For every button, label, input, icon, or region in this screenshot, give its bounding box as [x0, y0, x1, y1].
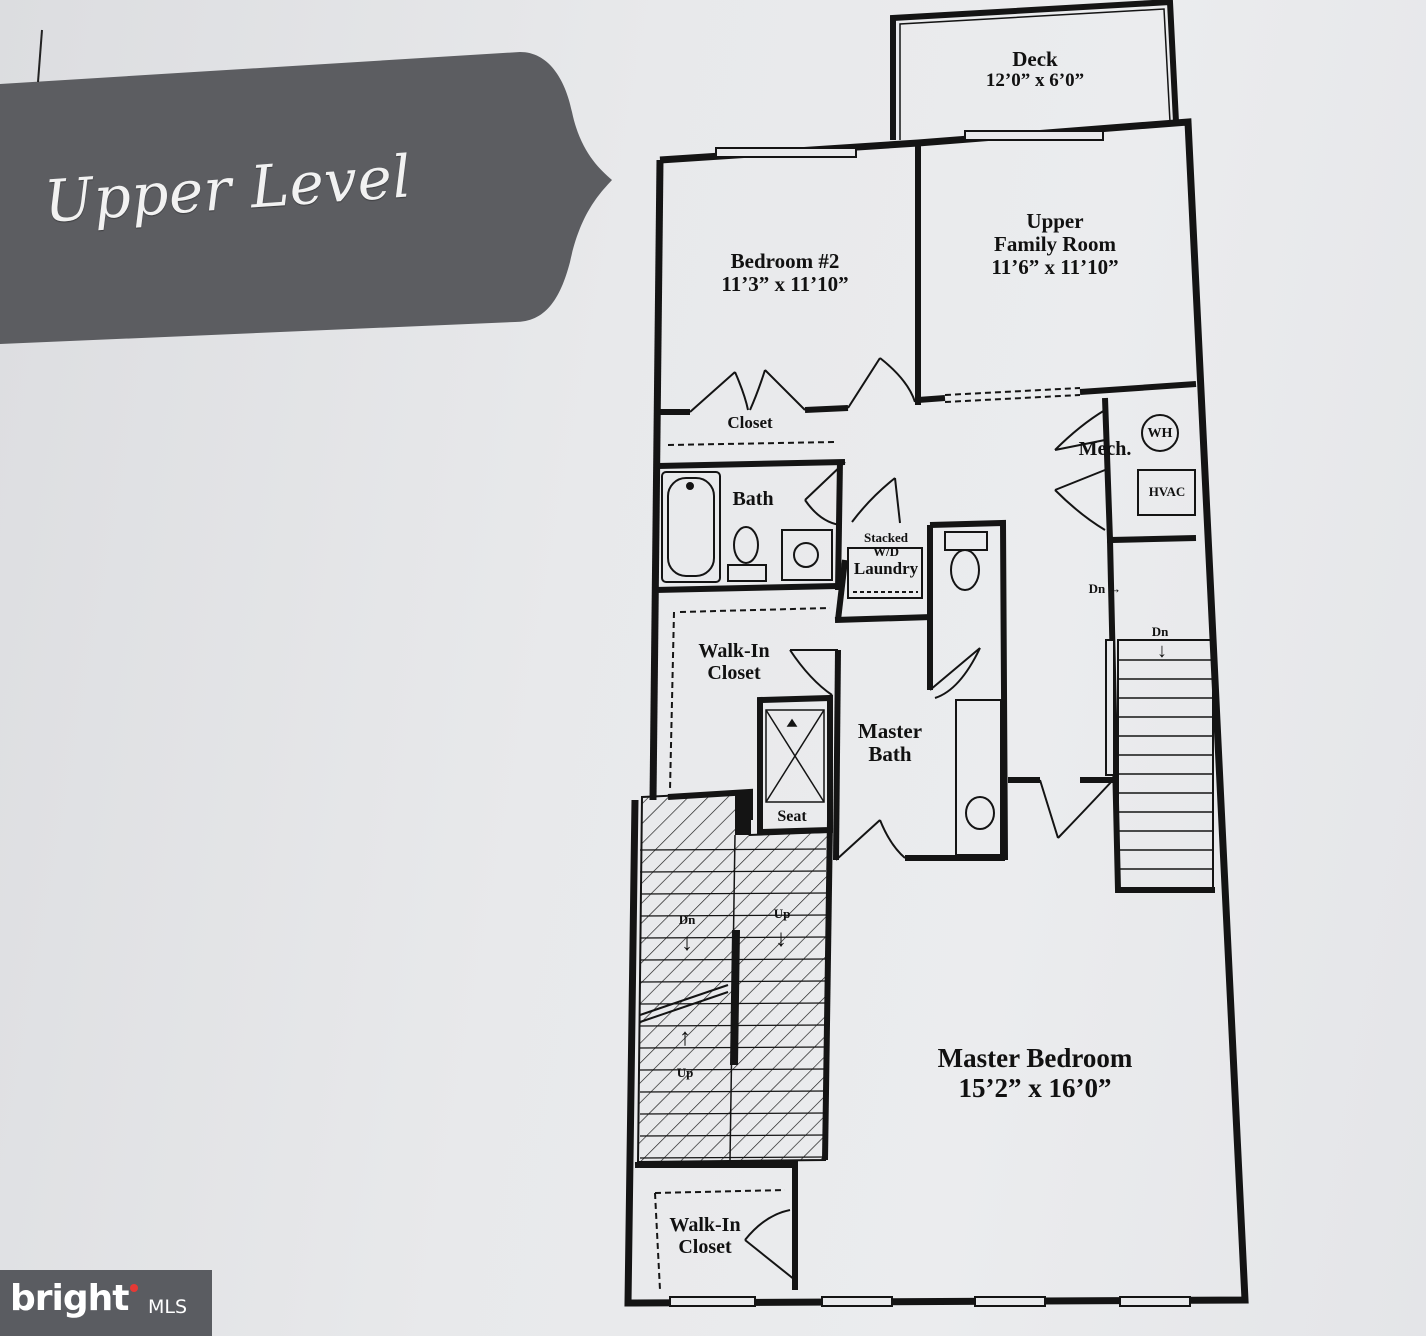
left-stair-dn-label: Dn [678, 912, 696, 927]
stair-tread [639, 1024, 827, 1027]
seat-label: Seat [777, 808, 807, 825]
bath-fixtures [661, 414, 1196, 856]
left-stair-up-top-arrow-icon: ↓ [775, 926, 787, 952]
stair-tread [639, 958, 827, 961]
deck-label: Deck 12’0” x 6’0” [950, 47, 1120, 92]
stair-tread [639, 1156, 827, 1159]
right-stair-down-arrow-icon: ↓ [1157, 640, 1167, 662]
interior-walls [634, 143, 1215, 1290]
deck-size: 12’0” x 6’0” [985, 70, 1085, 92]
deck-outline [890, 0, 1179, 140]
exterior-walls [624, 118, 1249, 1307]
bath-label: Bath [732, 488, 774, 510]
right-stair-dn-label: Dn [1151, 624, 1169, 639]
upper-family-room-line2: Family Room [994, 232, 1116, 257]
stair-tread [639, 1090, 827, 1093]
bright-mls-dot-icon [130, 1284, 138, 1292]
door-swings [689, 357, 1114, 1281]
walkin-closet-lower-line1: Walk-In [669, 1214, 741, 1236]
stair-tread [639, 892, 827, 895]
stair-tread [639, 1068, 827, 1071]
master-bath-line2: Bath [868, 742, 912, 767]
water-heater-label: WH [1147, 426, 1173, 441]
bedroom2-size: 11’3” x 11’10” [721, 272, 849, 297]
walkin-closet-upper-line2: Closet [707, 662, 761, 684]
bright-mls-wordmark: bright [10, 1278, 129, 1319]
bedroom2-label: Bedroom #2 11’3” x 11’10” [680, 249, 890, 297]
bright-mls-logo: bright MLS [0, 1270, 212, 1336]
upper-family-room-size: 11’6” x 11’10” [991, 255, 1119, 280]
stair-tread [639, 936, 827, 939]
master-bedroom-name: Master Bedroom [937, 1043, 1133, 1073]
walkin-closet-upper-line1: Walk-In [698, 640, 770, 662]
laundry-line2: W/D [873, 544, 899, 560]
right-stair-dn-arrow-label: Dn → [1088, 581, 1122, 596]
laundry-label: Stacked W/D Laundry [846, 530, 926, 578]
walkin-closet-lower-label: Walk-In Closet [655, 1214, 755, 1258]
bright-mls-suffix: MLS [148, 1296, 188, 1318]
deck-name: Deck [1012, 47, 1058, 71]
hvac-label: HVAC [1148, 484, 1186, 499]
left-stair-up-top-label: Up [773, 906, 791, 921]
upper-family-room-line1: Upper [1026, 209, 1084, 233]
stairs-left [636, 790, 830, 1164]
laundry-line3: Laundry [853, 558, 919, 578]
shelf-lines [654, 387, 1081, 1291]
closet-label: Closet [727, 413, 773, 432]
upper-family-room-label: Upper Family Room 11’6” x 11’10” [945, 209, 1165, 280]
mech-label: Mech. [1078, 438, 1132, 460]
stairs-right [1105, 639, 1214, 891]
walkin-closet-upper-label: Walk-In Closet [682, 640, 786, 684]
stair-tread [639, 870, 827, 873]
stair-tread [639, 1046, 827, 1049]
walkin-closet-lower-line2: Closet [678, 1236, 732, 1258]
shower [765, 709, 825, 803]
master-bath-line1: Master [857, 719, 923, 743]
master-bath-label: Master Bath [840, 719, 940, 767]
laundry-line1: Stacked [863, 530, 909, 545]
stair-tread [639, 1112, 827, 1115]
stair-tread [639, 980, 827, 983]
windows [669, 130, 1191, 1307]
stair-tread [639, 848, 827, 851]
bedroom2-name: Bedroom #2 [730, 249, 840, 273]
stair-tread [639, 1134, 827, 1137]
master-bedroom-label: Master Bedroom 15’2” x 16’0” [900, 1043, 1170, 1103]
stair-tread [639, 1002, 827, 1005]
left-stair-up-bottom-label: Up [676, 1065, 694, 1080]
banner-ribbon [0, 52, 612, 344]
left-stair-down-arrow-icon: ↓ [681, 930, 693, 956]
master-bedroom-size: 15’2” x 16’0” [958, 1072, 1112, 1103]
left-stair-up-arrow-icon: ↑ [679, 1025, 691, 1051]
stair-tread [639, 914, 827, 917]
